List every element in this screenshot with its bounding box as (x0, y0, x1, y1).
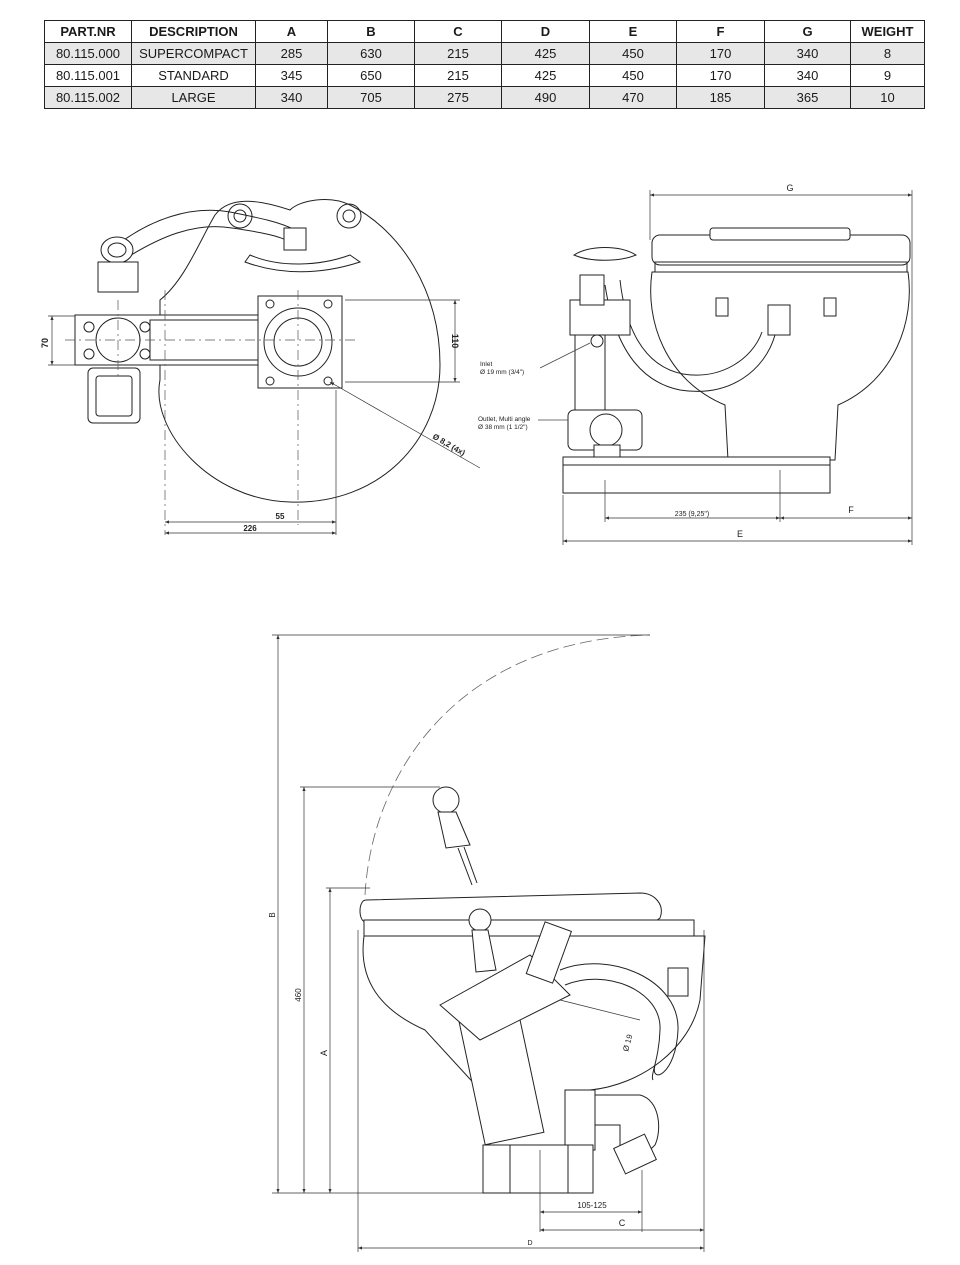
cell-b: 630 (327, 42, 415, 65)
top-inlet-elbow (100, 236, 134, 264)
dim-226-label: 226 (243, 524, 257, 533)
cell-description: SUPERCOMPACT (131, 42, 256, 65)
table-row: 80.115.001 STANDARD 345 650 215 425 450 … (44, 64, 925, 87)
raised-handle-knob (432, 786, 460, 814)
header-f: F (676, 20, 765, 43)
hinge-bolt-left (233, 209, 247, 223)
dim-hole-label: Ø 8,2 (4x) (431, 432, 467, 458)
dim-235-label: 235 (9,25") (675, 511, 709, 518)
cell-b: 705 (327, 86, 415, 109)
dim-460-label: 460 (294, 988, 303, 1002)
side-seat (363, 919, 695, 937)
dim-f-label: F (848, 505, 854, 515)
cell-g: 340 (764, 42, 851, 65)
front-base (562, 456, 831, 494)
inlet-label-line1: Inlet (480, 361, 492, 368)
cell-part-nr: 80.115.002 (44, 86, 132, 109)
cell-weight: 10 (850, 86, 925, 109)
cell-part-nr: 80.115.001 (44, 64, 132, 87)
front-inlet (590, 334, 604, 348)
dim-b-label: B (268, 912, 277, 917)
cell-d: 490 (501, 86, 590, 109)
side-hose (559, 963, 679, 1076)
dim-c-label: C (619, 1218, 626, 1228)
cell-e: 470 (589, 86, 677, 109)
top-hose-fitting (283, 227, 307, 251)
top-bowl-outline (158, 199, 441, 503)
header-c: C (414, 20, 502, 43)
cell-c: 275 (414, 86, 502, 109)
cell-description: LARGE (131, 86, 256, 109)
dim-d-label: D (527, 1240, 532, 1247)
side-view: B 460 A (268, 634, 706, 1252)
dim-110-label: 110 (450, 334, 460, 349)
front-hose-fitting (767, 304, 791, 336)
dim-a-label: A (319, 1050, 329, 1056)
cell-d: 425 (501, 42, 590, 65)
top-flange (244, 254, 362, 273)
table-row: 80.115.002 LARGE 340 705 275 490 470 185… (44, 86, 925, 109)
table-row: 80.115.000 SUPERCOMPACT 285 630 215 425 … (44, 42, 925, 65)
top-view: 70 110 Ø 8,2 (4x) 55 226 (40, 199, 481, 535)
cell-d: 425 (501, 64, 590, 87)
header-a: A (255, 20, 328, 43)
front-view: G Inlet Ø 19 mm (3/4") Outlet, Mu (478, 183, 913, 545)
cell-a: 285 (255, 42, 328, 65)
side-outlet-flange (564, 1089, 596, 1151)
side-base (482, 1144, 594, 1194)
hinge-ear-left (227, 203, 253, 229)
top-hose (116, 209, 296, 246)
cell-description: STANDARD (131, 64, 256, 87)
cell-g: 365 (764, 86, 851, 109)
hinge-ear-right (336, 203, 362, 229)
dim-g-label: G (786, 183, 793, 193)
top-handle (87, 367, 141, 424)
cell-a: 345 (255, 64, 328, 87)
cell-f: 170 (676, 64, 765, 87)
cell-a: 340 (255, 86, 328, 109)
header-e: E (589, 20, 677, 43)
table-header-row: PART.NR DESCRIPTION A B C D E F G WEIGHT (44, 20, 925, 43)
cell-part-nr: 80.115.000 (44, 42, 132, 65)
dim-105-label: 105-125 (577, 1201, 607, 1210)
front-bowl (650, 271, 910, 461)
side-handle-knob (468, 908, 492, 932)
outlet-label-line2: Ø 38 mm (1 1/2") (478, 424, 528, 431)
header-weight: WEIGHT (850, 20, 925, 43)
cell-c: 215 (414, 42, 502, 65)
header-part-nr: PART.NR (44, 20, 132, 43)
dim-70-label: 70 (40, 338, 50, 348)
outlet-label-line1: Outlet, Multi angle (478, 416, 531, 423)
side-hose-fitting (667, 967, 689, 997)
lid-swing-arc (364, 634, 651, 896)
cell-e: 450 (589, 42, 677, 65)
inlet-label-line2: Ø 19 mm (3/4") (480, 369, 524, 376)
header-description: DESCRIPTION (131, 20, 256, 43)
cell-f: 170 (676, 42, 765, 65)
dim-19-label: Ø 19 (621, 1033, 634, 1053)
dim-e-label: E (737, 529, 743, 539)
spec-table: PART.NR DESCRIPTION A B C D E F G WEIGHT… (44, 20, 925, 109)
front-handle (572, 247, 638, 261)
dim-55-label: 55 (276, 512, 285, 521)
hinge-bolt-right (342, 209, 356, 223)
